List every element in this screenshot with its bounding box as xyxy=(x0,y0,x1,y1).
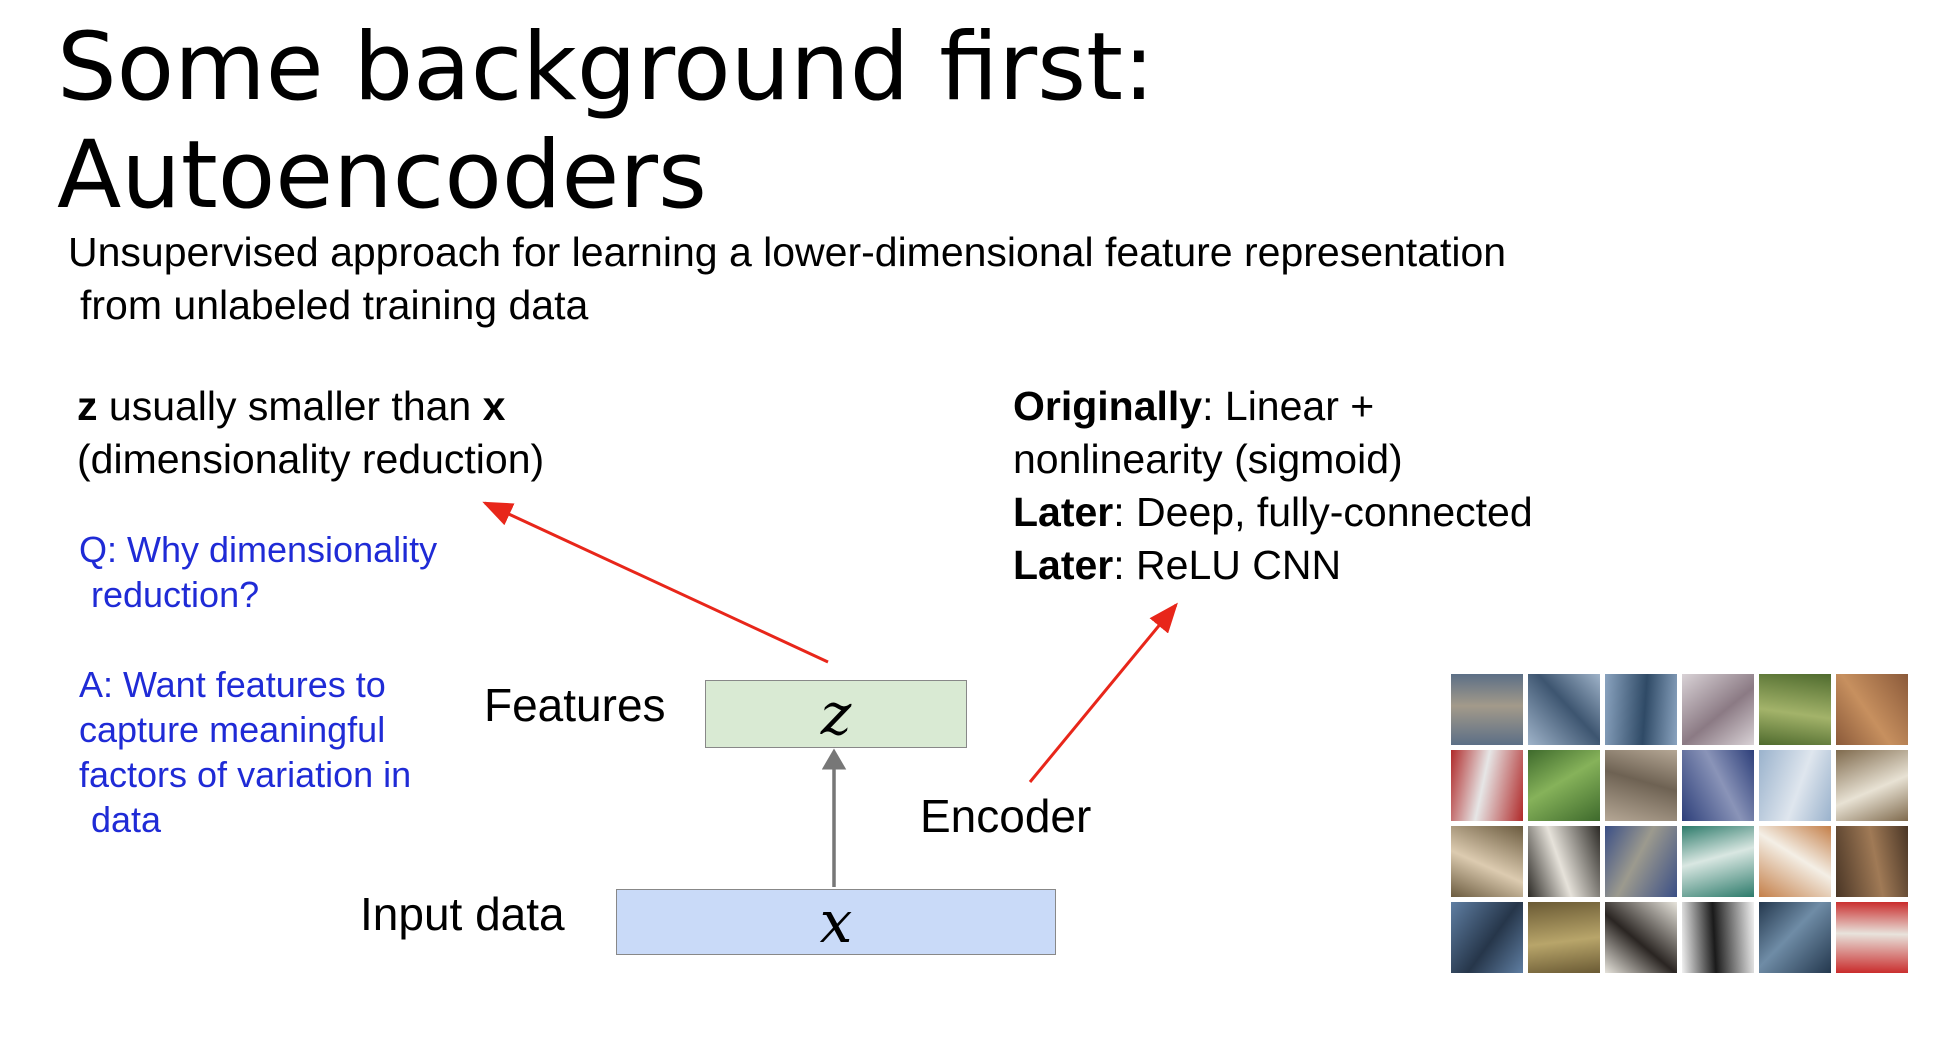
z-note-line-2: (dimensionality reduction) xyxy=(77,436,545,482)
slide-subtitle: Unsupervised approach for learning a low… xyxy=(68,226,1506,332)
thumbnail-truck xyxy=(1836,902,1908,973)
originally-rest: : Linear + xyxy=(1202,383,1375,429)
thumbnail-airplane xyxy=(1759,750,1831,821)
thumbnail-horse xyxy=(1836,826,1908,897)
answer-line-1: A: Want features to xyxy=(79,664,386,705)
z-size-note: z usually smaller than x (dimensionality… xyxy=(77,380,544,486)
x-symbol: x xyxy=(819,888,853,956)
encoder-note-originally: Originally: Linear + xyxy=(1013,380,1533,433)
thumbnail-frog xyxy=(1528,750,1600,821)
thumbnail-dog xyxy=(1451,826,1523,897)
thumbnail-bird xyxy=(1759,902,1831,973)
later2-bold: Later xyxy=(1013,542,1114,588)
input-data-label: Input data xyxy=(360,888,565,940)
thumbnail-ship xyxy=(1451,902,1523,973)
z-box: z xyxy=(705,680,967,748)
encoder-note-originally-2: nonlinearity (sigmoid) xyxy=(1013,436,1403,482)
thumbnail-airplane xyxy=(1682,674,1754,745)
z-note-mid: usually smaller than xyxy=(97,383,483,429)
answer-line-4: data xyxy=(91,799,162,840)
thumbnail-truck xyxy=(1836,750,1908,821)
slide-title: Some background first: Autoencoders xyxy=(57,14,1155,230)
thumbnail-dog xyxy=(1759,826,1831,897)
title-line-1: Some background first: xyxy=(57,13,1155,122)
thumbnail-horse xyxy=(1528,826,1600,897)
features-to-note-arrow xyxy=(482,501,829,664)
thumbnail-ship xyxy=(1682,826,1754,897)
encoder-label: Encoder xyxy=(920,790,1092,842)
z-note-line-1: z usually smaller than x xyxy=(77,380,544,433)
subtitle-line-2: from unlabeled training data xyxy=(80,282,589,328)
z-symbol: z xyxy=(820,680,852,748)
encoder-notes: Originally: Linear + nonlinearity (sigmo… xyxy=(1013,380,1533,592)
question-line-1: Q: Why dimensionality xyxy=(79,529,438,570)
answer-line-3: factors of variation in xyxy=(79,754,412,795)
x-box: x xyxy=(616,888,1056,956)
originally-bold: Originally xyxy=(1013,383,1203,429)
thumbnail-frog xyxy=(1836,674,1908,745)
encoder-note-later-2: Later: ReLU CNN xyxy=(1013,539,1533,592)
thumbnail-cat xyxy=(1451,674,1523,745)
later1-bold: Later xyxy=(1013,489,1114,535)
question-line-2: reduction? xyxy=(91,574,260,615)
thumbnail-bird xyxy=(1682,902,1754,973)
z-bold: z xyxy=(77,383,98,429)
answer-line-2: capture meaningful xyxy=(79,709,386,750)
later2-rest: : ReLU CNN xyxy=(1113,542,1342,588)
thumbnail-frog xyxy=(1759,674,1831,745)
encoder-to-notes-arrow xyxy=(1028,602,1178,783)
features-label: Features xyxy=(484,679,666,731)
thumbnail-truck xyxy=(1605,826,1677,897)
encoder-note-later-1: Later: Deep, fully-connected xyxy=(1013,486,1533,539)
thumbnail-automobile xyxy=(1682,750,1754,821)
x-bold: x xyxy=(482,383,506,429)
thumbnail-frog xyxy=(1528,902,1600,973)
subtitle-line-1: Unsupervised approach for learning a low… xyxy=(68,229,1507,275)
later1-rest: : Deep, fully-connected xyxy=(1113,489,1533,535)
title-line-2: Autoencoders xyxy=(57,121,707,230)
thumbnail-ship xyxy=(1528,674,1600,745)
thumbnail-cat xyxy=(1605,750,1677,821)
thumbnail-automobile xyxy=(1451,750,1523,821)
qa-note: Q: Why dimensionality reduction? A: Want… xyxy=(79,527,437,842)
thumbnail-horse xyxy=(1605,902,1677,973)
thumbnail-ship xyxy=(1605,674,1677,745)
image-grid xyxy=(1451,674,1908,973)
